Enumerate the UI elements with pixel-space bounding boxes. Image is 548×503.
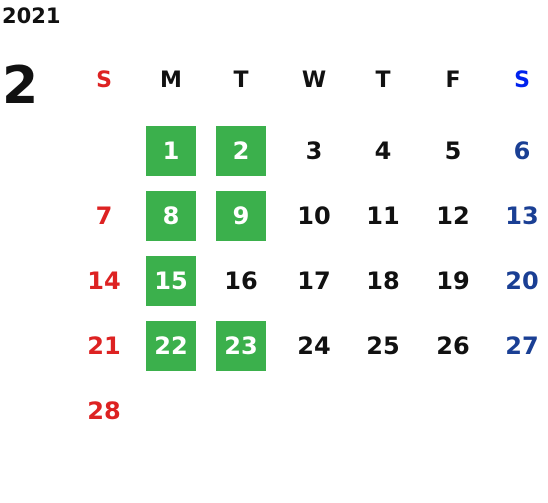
calendar-day-20[interactable]: 20 (505, 267, 539, 295)
weekday-header-wednesday: W (301, 68, 327, 93)
year-label: 2021 (2, 4, 61, 28)
calendar-day-22[interactable]: 22 (146, 321, 196, 371)
weekday-header-sunday: S (96, 68, 112, 93)
weekday-header-monday: M (160, 68, 182, 93)
calendar-day-10[interactable]: 10 (297, 202, 331, 230)
calendar-day-25[interactable]: 25 (366, 332, 400, 360)
calendar-day-23[interactable]: 23 (216, 321, 266, 371)
calendar-day-14[interactable]: 14 (87, 267, 121, 295)
weekday-header-saturday: S (514, 68, 530, 93)
month-number: 2 (2, 56, 39, 116)
calendar-day-28[interactable]: 28 (87, 397, 121, 425)
calendar-day-12[interactable]: 12 (436, 202, 470, 230)
calendar-day-24[interactable]: 24 (297, 332, 331, 360)
calendar-day-3[interactable]: 3 (305, 137, 323, 165)
calendar-day-6[interactable]: 6 (513, 137, 531, 165)
calendar-day-17[interactable]: 17 (297, 267, 331, 295)
calendar-day-11[interactable]: 11 (366, 202, 400, 230)
calendar-day-2[interactable]: 2 (216, 126, 266, 176)
calendar-day-27[interactable]: 27 (505, 332, 539, 360)
weekday-header-thursday: T (375, 68, 391, 93)
calendar-day-5[interactable]: 5 (444, 137, 462, 165)
weekday-header-tuesday: T (233, 68, 249, 93)
calendar-day-19[interactable]: 19 (436, 267, 470, 295)
calendar-day-15[interactable]: 15 (146, 256, 196, 306)
calendar-day-7[interactable]: 7 (95, 202, 113, 230)
calendar-day-16[interactable]: 16 (224, 267, 258, 295)
calendar-day-21[interactable]: 21 (87, 332, 121, 360)
calendar-day-26[interactable]: 26 (436, 332, 470, 360)
calendar-day-13[interactable]: 13 (505, 202, 539, 230)
calendar-day-9[interactable]: 9 (216, 191, 266, 241)
calendar-day-18[interactable]: 18 (366, 267, 400, 295)
weekday-header-friday: F (445, 68, 461, 93)
calendar-day-1[interactable]: 1 (146, 126, 196, 176)
calendar-day-8[interactable]: 8 (146, 191, 196, 241)
calendar-day-4[interactable]: 4 (374, 137, 392, 165)
